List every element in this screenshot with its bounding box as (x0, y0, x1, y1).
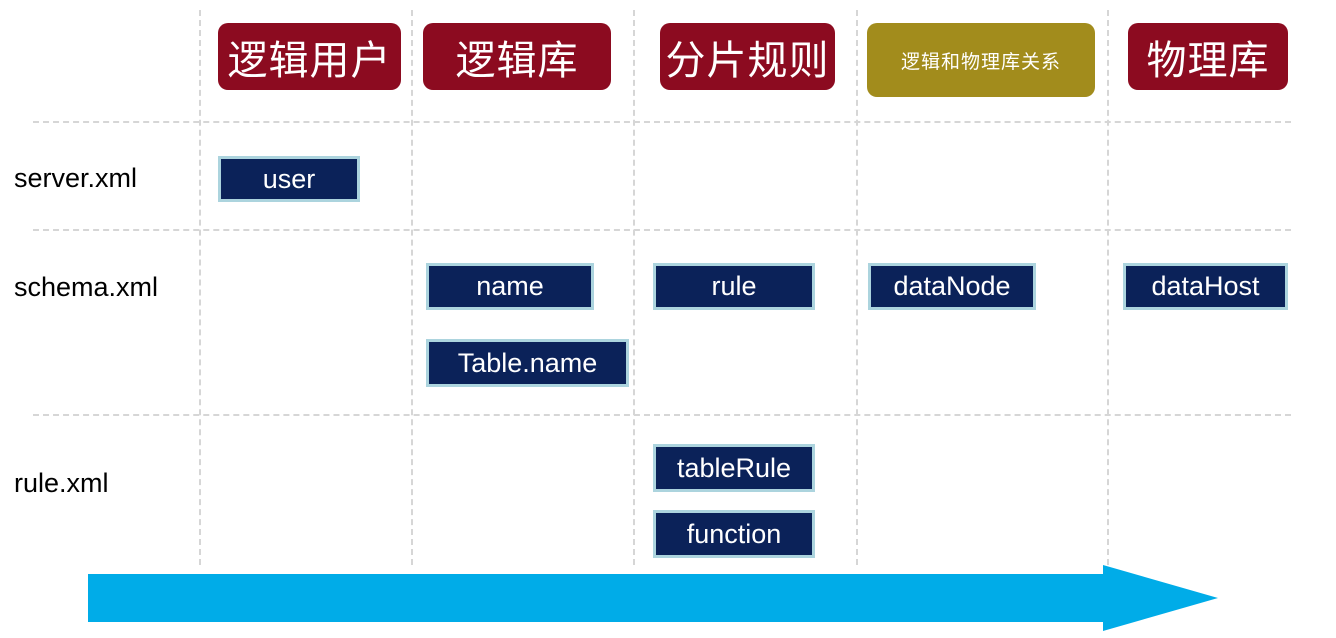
chip-label: dataNode (893, 271, 1011, 301)
chip-tablerule[interactable]: tableRule (653, 444, 815, 492)
chip-function[interactable]: function (653, 510, 815, 558)
chip-label: dataHost (1151, 271, 1260, 301)
flow-direction-arrow (88, 565, 1218, 631)
chip-name[interactable]: name (426, 263, 594, 310)
grid-vline-4 (856, 10, 858, 565)
chip-datahost[interactable]: dataHost (1123, 263, 1288, 310)
row-label-schema-xml: schema.xml (14, 274, 158, 301)
chip-table-name[interactable]: Table.name (426, 339, 629, 387)
column-header-label: 逻辑和物理库关系 (900, 50, 1061, 73)
column-header-label: 物理库 (1146, 37, 1270, 84)
chip-label: function (686, 518, 782, 549)
arrow-shape (88, 565, 1218, 631)
row-label-text: server.xml (14, 163, 138, 193)
column-header-physical-db[interactable]: 物理库 (1128, 23, 1288, 90)
row-label-text: rule.xml (14, 468, 109, 498)
chip-rule[interactable]: rule (653, 263, 815, 310)
row-label-text: schema.xml (14, 272, 159, 302)
grid-hline-2 (33, 229, 1291, 231)
column-header-sharding-rule[interactable]: 分片规则 (660, 23, 835, 90)
chip-label: tableRule (676, 452, 792, 483)
chip-label: Table.name (457, 347, 598, 378)
chip-label: name (476, 271, 544, 301)
chip-datanode[interactable]: dataNode (868, 263, 1036, 310)
row-label-rule-xml: rule.xml (14, 470, 109, 497)
grid-vline-2 (411, 10, 413, 565)
column-header-label: 分片规则 (665, 37, 830, 84)
column-header-logical-db[interactable]: 逻辑库 (423, 23, 611, 90)
chip-label: rule (711, 271, 757, 301)
row-label-server-xml: server.xml (14, 165, 137, 192)
chip-label: user (262, 163, 316, 194)
column-header-logical-user[interactable]: 逻辑用户 (218, 23, 401, 90)
grid-vline-5 (1107, 10, 1109, 565)
grid-vline-1 (199, 10, 201, 565)
chip-user[interactable]: user (218, 156, 360, 202)
column-header-logical-physical-relation[interactable]: 逻辑和物理库关系 (867, 23, 1095, 97)
column-header-label: 逻辑用户 (227, 37, 392, 84)
grid-vline-3 (633, 10, 635, 565)
column-header-label: 逻辑库 (455, 37, 579, 84)
grid-hline-3 (33, 414, 1291, 416)
grid-hline-1 (33, 121, 1291, 123)
